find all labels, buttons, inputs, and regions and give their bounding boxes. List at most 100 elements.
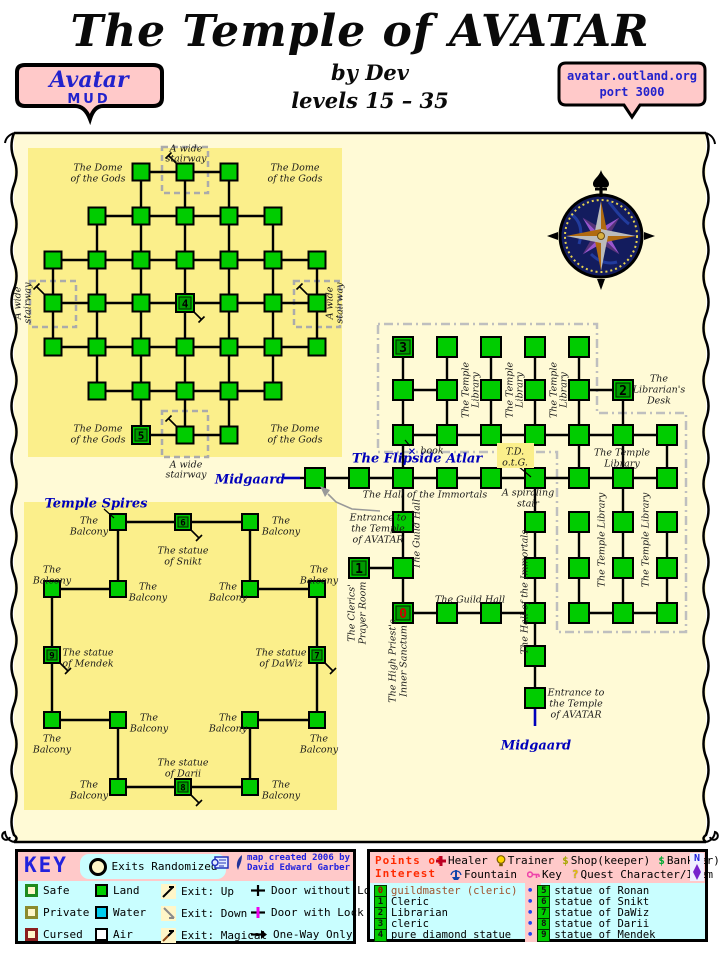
poi-divider (525, 883, 541, 942)
map-label: The Dome (270, 162, 319, 173)
map-label: The (80, 515, 98, 526)
tdotg-highlight (497, 443, 534, 468)
map-room-number: 7 (314, 652, 319, 662)
exit-tick-cap (32, 282, 41, 291)
map-label: The Temple (460, 362, 471, 418)
exit-tick (190, 529, 200, 539)
key-item-land: Land (95, 884, 140, 897)
map-label: The Guild Hall (411, 499, 422, 569)
water-room-icon (95, 906, 108, 919)
map-room (87, 293, 107, 313)
exit-tick-cap (329, 667, 337, 675)
frame-corner-curls (1, 132, 719, 843)
map-label: Balcony (129, 723, 169, 734)
map-label: stair (517, 498, 540, 509)
fountain-item: Fountain (450, 868, 517, 881)
compass-part (566, 229, 601, 236)
map-label: The (272, 515, 290, 526)
key-item-exit-magical: Exit: Magical (161, 928, 267, 943)
map-label: The (139, 581, 157, 592)
label-pointer (404, 439, 411, 447)
map-room (392, 379, 414, 401)
exits-randomized-label: Exits Randomized (111, 860, 218, 873)
quest-item: ? Quest Character/Item (571, 868, 713, 881)
compass-part (566, 236, 601, 243)
map-label: The (80, 779, 98, 790)
map-room (524, 557, 546, 579)
scroll-icon (211, 856, 229, 869)
compass-part (564, 199, 638, 273)
map-room (219, 425, 239, 445)
map-room-number-badge (177, 516, 189, 528)
map-label: Balcony (299, 744, 339, 755)
healer-cross-icon (436, 855, 446, 866)
server-host: avatar.outland.org (566, 69, 698, 83)
map-room (43, 580, 61, 598)
cursed-room-icon (25, 928, 38, 941)
map-label: of the Gods (70, 173, 125, 184)
map-label: The statue (255, 647, 306, 658)
map-label: A wide (12, 286, 23, 320)
map-room (241, 580, 259, 598)
map-room (480, 467, 502, 489)
randomized-exit-icon (88, 857, 107, 876)
map-label: Balcony (32, 744, 72, 755)
map-room (131, 206, 151, 226)
poi-header-row-2: Fountain Key ? Quest Character/Item (450, 868, 713, 881)
map-label: Entrance to (349, 512, 407, 523)
map-label: The Temple Library (640, 492, 651, 587)
map-label: Balcony (69, 790, 109, 801)
map-label: Prayer Room (357, 582, 368, 646)
key-item-door-lock: Door with Lock (250, 906, 364, 919)
map-room (480, 602, 502, 624)
map-label: of DaWiz (259, 658, 303, 669)
logo-name: Avatar (49, 67, 129, 93)
map-room (219, 206, 239, 226)
exit-tick (192, 310, 203, 321)
exit-tick-cap (195, 534, 203, 542)
map-room-number: 1 (355, 562, 363, 577)
key-item-cursed: Cursed (25, 928, 83, 941)
quill-icon (236, 855, 243, 870)
map-room-number-badge (615, 382, 631, 398)
map-room (656, 467, 678, 489)
book-x-marker: × (408, 447, 416, 458)
trainer-item: Trainer (496, 854, 554, 867)
one-way-arrow-icon (251, 930, 267, 939)
map-label: stairway (165, 469, 207, 480)
map-room (219, 337, 239, 357)
bank-icon: $ (658, 854, 665, 867)
map-label: Balcony (261, 526, 301, 537)
map-label: stairway (165, 153, 207, 164)
map-label: The High Priest's (387, 619, 398, 703)
exit-tick (167, 417, 178, 428)
map-label: of AVATAR (550, 709, 601, 720)
map-label: of the Gods (267, 434, 322, 445)
key-item-safe: Safe (25, 884, 70, 897)
map-room (241, 711, 259, 729)
map-room (308, 711, 326, 729)
map-label: A spiraling (501, 487, 554, 498)
level-range: levels 15 – 35 (291, 88, 449, 113)
map-label: Entrance to (547, 687, 605, 698)
map-room (436, 379, 458, 401)
map-room (175, 425, 195, 445)
library-dashed-border (376, 322, 688, 634)
map-label: The Temple (548, 362, 559, 418)
map-room (219, 250, 239, 270)
map-label: Library (470, 372, 481, 409)
map-room-number-badge (46, 649, 58, 661)
label-pointer (103, 508, 115, 519)
map-label-blue: Temple Spires (45, 497, 149, 512)
map-room (524, 467, 546, 489)
map-room (524, 424, 546, 446)
map-room (307, 250, 327, 270)
map-label: The Clerics' (346, 584, 357, 641)
map-room (524, 379, 546, 401)
map-room (524, 336, 546, 358)
map-label: The (43, 564, 61, 575)
key-title: KEY (24, 853, 68, 877)
